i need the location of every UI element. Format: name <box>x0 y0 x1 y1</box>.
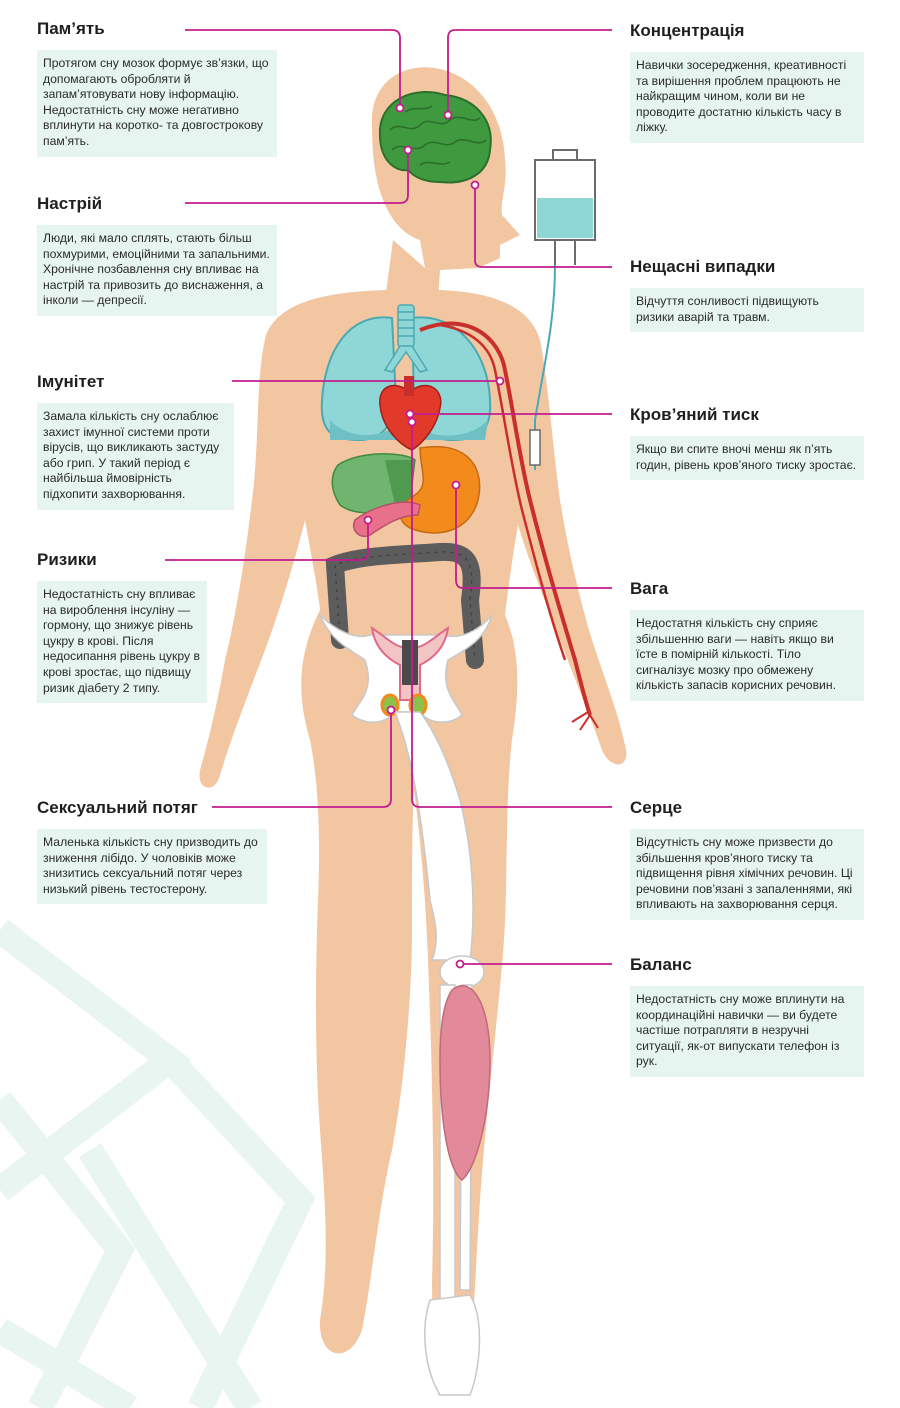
section-accidents: Нещасні випадки Відчуття сонливості підв… <box>630 256 864 333</box>
section-text: Люди, які мало сплять, стають більш похм… <box>37 225 277 316</box>
section-immunity: Імунітет Замала кількість сну ослаблює з… <box>37 371 234 510</box>
section-text: Замала кількість сну ослаблює захист іму… <box>37 403 234 510</box>
section-title: Пам’ять <box>37 19 105 38</box>
iv-drip-bag <box>529 149 596 470</box>
section-text: Відсутність сну може призвести до збільш… <box>630 829 864 920</box>
section-text: Відчуття сонливості підвищують ризики ав… <box>630 288 864 333</box>
section-weight: Вага Недостатня кількість сну сприяє збі… <box>630 578 864 701</box>
arm-artery <box>419 321 592 716</box>
watermark-pattern <box>0 919 316 1408</box>
section-heart: Серце Відсутність сну може призвести до … <box>630 797 864 920</box>
section-memory: Пам’ять Протягом сну мозок формує зв’язк… <box>37 18 277 157</box>
section-text: Якщо ви спите вночі менш як п’ять годин,… <box>630 436 864 481</box>
pancreas <box>353 501 421 537</box>
section-risks: Ризики Недостатність сну впливає на виро… <box>37 549 207 704</box>
section-balance: Баланс Недостатність сну може вплинути н… <box>630 954 864 1077</box>
section-text: Недостатність сну впливає на вироблення … <box>37 581 207 704</box>
section-text: Навички зосередження, креативності та ви… <box>630 52 864 143</box>
section-title: Нещасні випадки <box>630 257 776 276</box>
trachea <box>383 304 429 373</box>
section-sexual-drive: Сексуальний потяг Маленька кількість сну… <box>37 797 267 905</box>
section-title: Баланс <box>630 955 692 974</box>
section-title: Вага <box>630 579 669 598</box>
reproductive-organs <box>370 625 450 717</box>
section-title: Настрій <box>37 194 103 213</box>
section-title: Серце <box>630 798 683 817</box>
section-title: Сексуальний потяг <box>37 798 198 817</box>
section-text: Недостатня кількість сну сприяє збільшен… <box>630 610 864 701</box>
section-mood: Настрій Люди, які мало сплять, стають бі… <box>37 193 277 316</box>
section-text: Протягом сну мозок формує зв’язки, що до… <box>37 50 277 157</box>
stomach <box>399 445 481 534</box>
section-title: Імунітет <box>37 372 105 391</box>
section-text: Недостатність сну може вплинути на коорд… <box>630 986 864 1077</box>
section-text: Маленька кількість сну призводить до зни… <box>37 829 267 905</box>
left-lung <box>320 316 398 442</box>
section-concentration: Концентрація Навички зосередження, креат… <box>630 20 864 143</box>
section-blood-pressure: Кров’яний тиск Якщо ви спите вночі менш … <box>630 404 864 481</box>
section-title: Концентрація <box>630 21 745 40</box>
section-title: Ризики <box>37 550 97 569</box>
connector-lines <box>165 29 612 969</box>
calf-muscle <box>439 985 491 1181</box>
section-title: Кров’яний тиск <box>630 405 759 424</box>
